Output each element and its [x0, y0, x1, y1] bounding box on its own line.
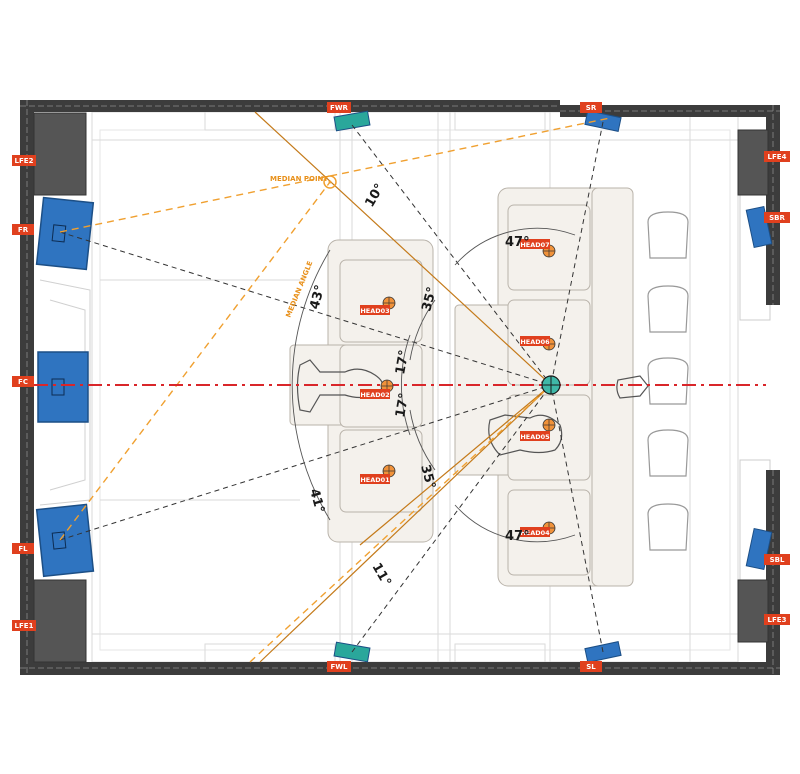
speaker-rays — [59, 121, 604, 653]
tag-label-sr: SR — [586, 104, 597, 112]
head-label-h6: HEAD06 — [520, 338, 550, 346]
ray-fr — [59, 231, 552, 386]
median-point-marker — [323, 175, 337, 189]
rear-backrest — [591, 187, 634, 587]
head-label-h4: HEAD04 — [520, 529, 550, 537]
sub-box-lfe2 — [33, 112, 87, 196]
head-label-h7: HEAD07 — [520, 241, 549, 249]
angle-41: 41° — [306, 487, 327, 515]
speaker-fl — [35, 503, 95, 578]
speaker-sr — [584, 110, 622, 132]
head-marker-h3: HEAD03 — [360, 296, 396, 315]
ray-sl — [550, 384, 604, 653]
speaker-fc — [37, 351, 89, 423]
figure-stool — [616, 375, 649, 399]
stool-4 — [647, 429, 689, 477]
tag-lfe4: LFE4 — [764, 151, 790, 162]
sub-box-lfe4 — [737, 129, 769, 196]
arc-outer — [291, 249, 331, 521]
median-guide-top — [59, 117, 611, 233]
stool-2 — [647, 285, 689, 333]
tag-label-lfe4: LFE4 — [768, 153, 787, 161]
reference-position — [541, 375, 561, 395]
median-angle-line — [254, 111, 552, 386]
tag-label-sbl: SBL — [770, 556, 785, 564]
head-label-h5: HEAD05 — [520, 433, 550, 441]
ray-fwl — [351, 384, 552, 653]
tag-label-lfe1: LFE1 — [15, 622, 34, 630]
median-guide-bottom — [59, 181, 331, 541]
tag-label-fr: FR — [18, 226, 29, 234]
head-label-h1: HEAD01 — [360, 476, 390, 484]
tag-lfe3: LFE3 — [764, 614, 790, 625]
bar-stools — [647, 211, 689, 551]
tag-fc: FC — [12, 376, 34, 387]
ray-fl — [59, 384, 552, 541]
tag-lfe2: LFE2 — [12, 155, 36, 166]
ray-fwr — [351, 124, 552, 386]
tag-fr: FR — [12, 224, 34, 235]
angle-43: 43° — [307, 283, 328, 311]
angle-lines — [254, 111, 552, 663]
median-guides — [59, 117, 611, 663]
seat-cushion-h1 — [339, 429, 423, 513]
speaker-tags: FWR SR LFE2 LFE4 FR SBR FC FL — [12, 102, 790, 672]
median-point-label: MEDIAN POINT — [270, 175, 328, 183]
head-marker-h6: HEAD06 — [520, 336, 556, 351]
tag-sbr: SBR — [764, 212, 790, 223]
angle-line-bottom — [259, 384, 552, 663]
subwoofers — [33, 112, 769, 663]
arc-inner — [400, 334, 411, 436]
median-guide-bottom-2 — [249, 384, 552, 663]
arc-35-bot — [409, 409, 436, 471]
head-marker-h7: HEAD07 — [520, 239, 556, 258]
tag-label-fl: FL — [18, 545, 28, 553]
head-label-h3: HEAD03 — [360, 307, 389, 315]
tag-label-fc: FC — [18, 378, 28, 386]
angle-47-bottom: 47° — [505, 529, 530, 544]
tag-fwl: FWL — [327, 661, 351, 672]
tag-sbl: SBL — [764, 554, 790, 565]
head-marker-h2: HEAD02 — [360, 379, 394, 399]
stool-1 — [647, 211, 689, 259]
head-marker-h5: HEAD05 — [520, 418, 556, 441]
tag-sr: SR — [580, 102, 602, 113]
angle-35-bottom: 35° — [417, 463, 438, 491]
angle-17-top: 17° — [393, 349, 412, 376]
angle-17-bottom: 17° — [393, 392, 412, 419]
tag-label-lfe2: LFE2 — [15, 157, 34, 165]
head-marker-h1: HEAD01 — [360, 464, 396, 484]
head-markers: HEAD07 HEAD06 HEAD05 HEAD04 — [360, 239, 556, 537]
angle-arcs — [291, 227, 576, 543]
tag-label-fwr: FWR — [330, 104, 349, 112]
arc-rear-top — [454, 227, 576, 266]
tag-lfe1: LFE1 — [12, 620, 36, 631]
tag-fwr: FWR — [327, 102, 351, 113]
stool-3 — [647, 357, 689, 405]
tag-label-fwl: FWL — [331, 663, 349, 671]
angle-line-bottom-2 — [359, 384, 552, 546]
wall-bottom — [20, 662, 780, 675]
tag-label-sl: SL — [586, 663, 596, 671]
wall-pattern — [20, 100, 780, 675]
tag-fl: FL — [12, 543, 34, 554]
angle-35-top: 35° — [419, 285, 440, 313]
head-label-h2: HEAD02 — [360, 391, 389, 399]
tag-sl: SL — [580, 661, 602, 672]
speaker-fwr — [333, 110, 371, 132]
sub-box-lfe1 — [33, 579, 87, 663]
stool-5 — [647, 503, 689, 551]
tag-label-lfe3: LFE3 — [768, 616, 787, 624]
tag-label-sbr: SBR — [769, 214, 785, 222]
figure-rear — [488, 414, 563, 456]
arc-35-top — [409, 299, 436, 361]
arc-rear-bottom — [454, 504, 576, 543]
sub-box-lfe3 — [737, 579, 769, 643]
angle-47-top: 47° — [505, 235, 530, 250]
head-marker-h4: HEAD04 — [520, 521, 556, 537]
wall-left — [20, 100, 34, 675]
seat-cushion-h3 — [339, 259, 423, 343]
speaker-fr — [35, 196, 95, 271]
